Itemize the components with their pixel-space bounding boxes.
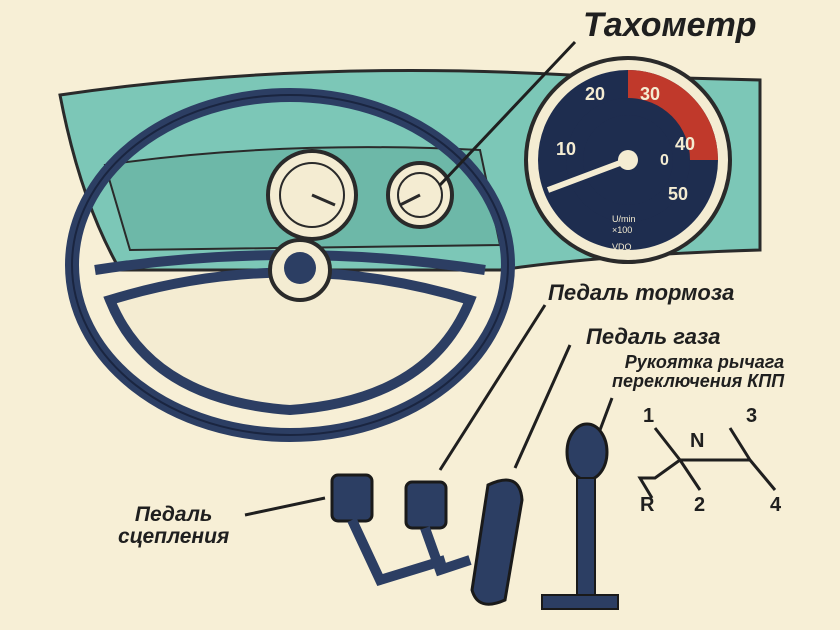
- tachometer-label: Тахометр: [583, 6, 757, 44]
- tach-scale-zero: 0: [660, 152, 669, 169]
- gear-lever-label: Рукоятка рычага переключения КПП: [612, 353, 784, 391]
- shift-position-2: 2: [694, 494, 706, 516]
- clutch-label-line1: Педаль: [134, 503, 213, 526]
- shift-position-n: N: [690, 430, 705, 452]
- shift-position-r: R: [640, 494, 655, 516]
- pointer-gas: [513, 344, 572, 469]
- tach-scale-30: 30: [640, 84, 660, 104]
- brake-pedal-label: Педаль тормоза: [548, 280, 735, 305]
- pointer-clutch: [244, 496, 326, 517]
- tach-scale-20: 20: [585, 84, 605, 104]
- shift-pattern-lines: [637, 427, 777, 499]
- clutch-pedal-label: Педаль сцепления: [118, 503, 230, 549]
- pointer-lever: [598, 397, 614, 431]
- clutch-label-line2: сцепления: [118, 525, 230, 549]
- gear-lever-label-line2: переключения КПП: [612, 370, 785, 391]
- gear-lever: [541, 422, 619, 610]
- gas-pedal: [470, 478, 524, 606]
- tach-multiplier: ×100: [612, 225, 632, 235]
- steering-wheel-bowl: [103, 267, 477, 416]
- brake-pedal: [404, 480, 472, 577]
- tach-unit: U/min: [612, 214, 636, 224]
- pointer-brake: [438, 304, 547, 471]
- gas-pedal-label: Педаль газа: [586, 324, 721, 349]
- gear-lever-label-line1: Рукоятка рычага: [624, 352, 785, 372]
- pointer-tachometer: [438, 40, 577, 187]
- tach-scale-50: 50: [668, 184, 688, 204]
- tachometer-dial: 10 20 30 40 50 0 U/min ×100 VDO: [524, 56, 732, 264]
- clutch-pedal: [330, 473, 447, 587]
- tach-brand: VDO: [612, 242, 632, 252]
- shift-position-3: 3: [746, 405, 758, 427]
- tach-scale-0: 10: [556, 139, 576, 159]
- shift-position-1: 1: [643, 405, 655, 427]
- shift-position-4: 4: [770, 494, 782, 516]
- tach-scale-40: 40: [675, 134, 695, 154]
